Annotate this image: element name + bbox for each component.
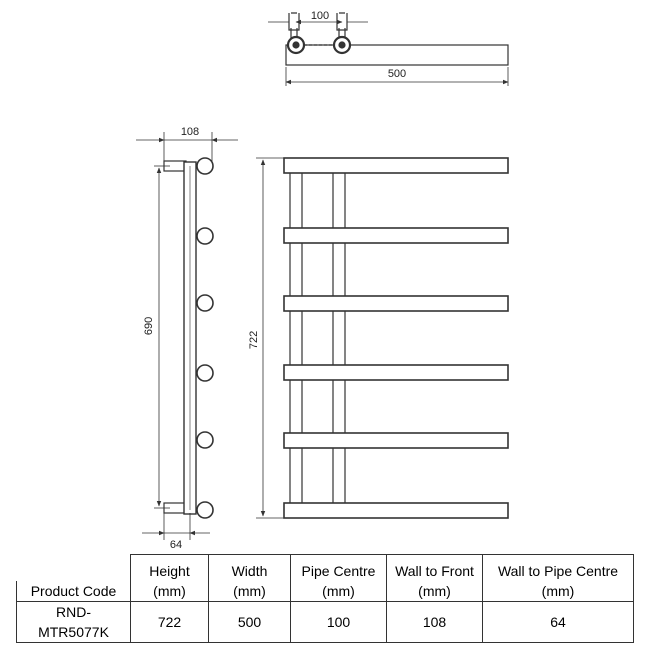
cell-pipe-centre: 100 [290,601,387,643]
dim-top-pipe-centre: 100 [311,10,329,22]
front-view-pipe-left [289,171,303,509]
side-view [136,132,238,540]
bar-end [196,294,214,312]
top-view-bracket-right [336,12,348,31]
front-view [256,157,509,519]
header-wall-to-pipe-centre-unit: (mm) [482,581,634,602]
header-product-code: Product Code [16,581,131,602]
cell-height: 722 [130,601,209,643]
top-view [268,12,509,86]
header-width-unit: (mm) [208,581,291,602]
front-view-pipe-right [332,171,346,509]
header-width: Width [208,554,291,581]
front-view-bar [283,227,509,244]
header-pipe-centre: Pipe Centre [290,554,387,581]
header-product-code-1 [16,554,131,581]
dim-side-pipe-span: 690 [143,317,155,335]
header-wall-to-pipe-centre: Wall to Pipe Centre [482,554,634,581]
header-row-2: Product Code (mm) (mm) (mm) (mm) (mm) [16,581,634,602]
front-view-bar [283,432,509,449]
bar-end [196,501,214,519]
cell-wall-to-pipe-centre: 64 [482,601,634,643]
header-row-1: Height Width Pipe Centre Wall to Front W… [16,554,634,581]
table-row: RND-MTR5077K 722 500 100 108 64 [16,601,634,643]
cell-product-code: RND-MTR5077K [16,601,131,643]
dim-side-wall-to-front: 108 [181,126,199,138]
front-view-bar [283,295,509,312]
top-view-bar [285,44,509,66]
header-height-unit: (mm) [130,581,209,602]
front-view-bar [283,502,509,519]
bar-end [196,364,214,382]
dim-top-width: 500 [388,68,406,80]
front-view-bar [283,364,509,381]
header-pipe-centre-unit: (mm) [290,581,387,602]
top-view-bracket-left [288,12,300,31]
bar-end [196,227,214,245]
bar-end [196,157,214,175]
header-wall-to-front-unit: (mm) [386,581,483,602]
front-view-bar [283,157,509,174]
spec-table: Height Width Pipe Centre Wall to Front W… [16,554,634,643]
bar-end [196,431,214,449]
cell-wall-to-front: 108 [386,601,483,643]
dim-side-wall-to-pipe: 64 [170,539,182,550]
technical-drawing: 100 500 108 690 64 [136,10,509,550]
header-height: Height [130,554,209,581]
cell-width: 500 [208,601,291,643]
dim-front-height: 722 [248,331,260,349]
header-wall-to-front: Wall to Front [386,554,483,581]
